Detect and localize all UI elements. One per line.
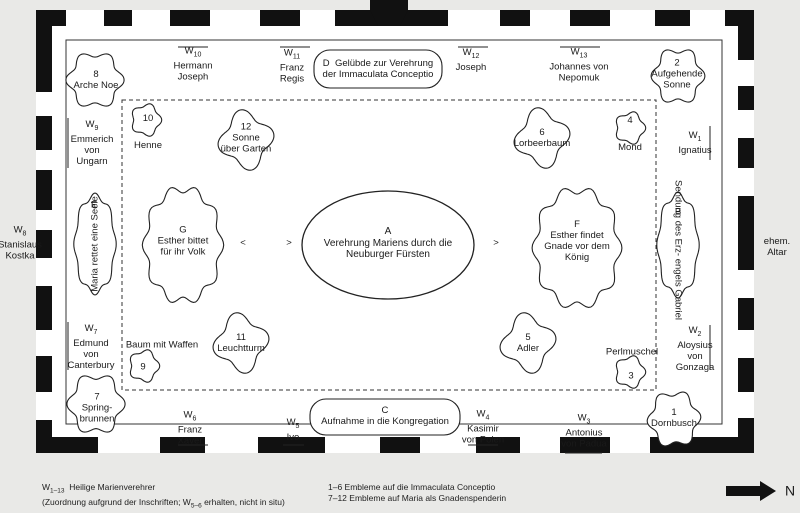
window-right-2 [738,168,754,196]
emblem-3-shape [615,355,647,389]
field-c-label: C Aufnahme in die Kongregation [321,405,449,427]
window-bottom-0 [98,437,160,453]
window-left-4 [36,330,52,356]
arrow-left-g: < [240,237,246,249]
emblem-9-shape [129,349,161,383]
window-top-5 [530,10,570,26]
field-a-label: A Verehrung Mariens durch die Neuburger … [323,225,453,260]
emblem-2-shape [650,49,706,103]
emblem-3-number: 3 [628,370,634,382]
legend-saints: W1–13 Heilige Marienverehrer (Zuordnung … [42,482,285,510]
window-left-3 [36,258,52,286]
emblem-8-shape [65,53,125,107]
field-d-cartouche [313,49,443,89]
emblem-11-shape [212,312,270,374]
window-gaps [36,0,754,453]
window-top-3 [300,10,335,26]
emblem-9-number: 9 [140,361,146,373]
window-top-4 [448,10,500,26]
field-e-cartouche [73,192,117,296]
window-left-2 [36,210,52,230]
field-g-label: G Esther bittet für ihr Volk [157,224,209,258]
field-e-letter: E [90,199,98,211]
emblem-12-shape [217,109,275,171]
window-left-1 [36,150,52,170]
window-top-1 [132,10,170,26]
window-right-3 [738,270,754,298]
field-e-label: Maria rettet eine Seele [89,196,101,292]
field-g-cartouche [141,187,225,303]
window-left-0 [36,92,52,116]
field-c-cartouche [309,398,461,436]
saint-underlines [67,46,711,454]
field-f-cartouche [531,188,623,308]
emblem-10-shape [131,103,163,137]
emblem-3-label: Perlmuschel [605,346,659,358]
legend-emblems: 1–6 Embleme auf die Immaculata Conceptio… [328,482,507,503]
former-altar: ehem.Altar [763,236,791,258]
window-right-0 [738,60,754,86]
cartouches [65,49,706,447]
emblem-7-shape [66,375,126,433]
window-bottom-1 [205,437,258,453]
field-d-label: D Gelübde zur Verehrung der Immaculata C… [322,58,434,80]
dashed-frame [121,99,657,391]
arrow-right-center: > [493,237,499,249]
emblem-6-shape [513,107,571,169]
window-right-1 [738,110,754,138]
field-b-letter: B [674,206,682,218]
window-left-5 [36,392,52,420]
emblem-4-shape [615,111,647,145]
emblem-5-shape [499,312,557,374]
emblem-1-shape [646,391,702,447]
window-right-4 [738,330,754,358]
window-top-0 [66,10,104,26]
tower-notch [370,0,408,26]
window-bottom-2 [325,437,380,453]
window-top-7 [690,10,725,26]
north-label: N [784,482,796,499]
field-b-cartouche [656,191,700,299]
arrow-left-center: > [286,237,292,249]
window-bottom-5 [610,437,650,453]
window-top-6 [610,10,655,26]
field-f-label: F Esther findet Gnade vor dem König [544,219,610,263]
emblem-9-label: Baum mit Waffen [125,339,199,351]
window-top-2 [210,10,260,26]
north-arrow [726,481,776,501]
window-bottom-3 [420,437,476,453]
field-b-label: Sendung des Erz- engels Gabriel [672,180,684,320]
window-bottom-4 [520,437,560,453]
field-a-oval [301,190,475,300]
window-right-5 [738,392,754,418]
